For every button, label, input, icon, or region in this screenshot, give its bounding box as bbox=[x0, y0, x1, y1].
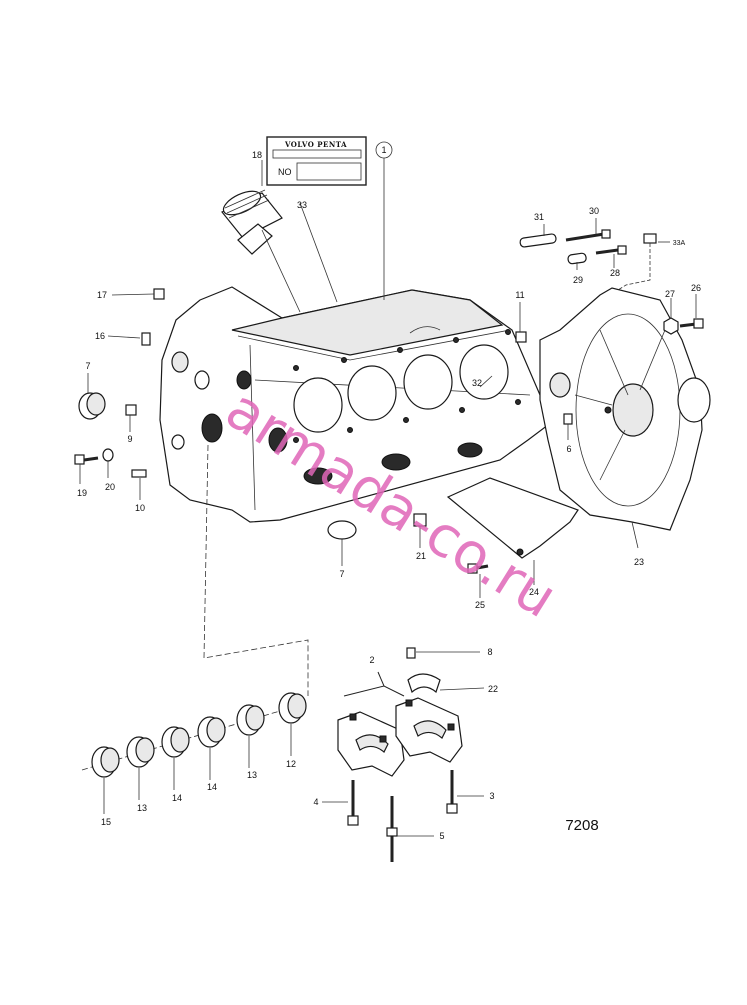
callout-labels: 1 2 3 4 5 6 7 7 8 9 10 11 12 13 13 14 14… bbox=[77, 145, 701, 841]
piston bbox=[221, 189, 301, 313]
bolt-28 bbox=[595, 245, 627, 255]
callout-27: 27 bbox=[665, 289, 675, 299]
callout-16: 16 bbox=[95, 331, 105, 341]
callout-33: 33 bbox=[297, 200, 307, 210]
cam-bearing-13a bbox=[236, 704, 265, 736]
callout-12: 12 bbox=[286, 759, 296, 769]
pin-29 bbox=[567, 252, 587, 265]
callout-14-b: 14 bbox=[172, 793, 182, 803]
callout-6: 6 bbox=[566, 444, 571, 454]
plug-9 bbox=[125, 404, 137, 416]
nameplate-no-label: NO bbox=[278, 167, 292, 177]
callout-3: 3 bbox=[489, 791, 494, 801]
leader-lines bbox=[79, 158, 697, 837]
callout-17: 17 bbox=[97, 290, 107, 300]
callout-14-a: 14 bbox=[207, 782, 217, 792]
callout-22: 22 bbox=[488, 684, 498, 694]
cover-plate bbox=[446, 477, 579, 559]
callout-7-lower: 7 bbox=[339, 569, 344, 579]
callout-24: 24 bbox=[529, 587, 539, 597]
cylinder-bore-2 bbox=[347, 365, 397, 421]
bolt-4 bbox=[347, 780, 359, 826]
callout-2: 2 bbox=[369, 655, 374, 665]
cup-plug-7-left bbox=[78, 392, 106, 420]
callout-23: 23 bbox=[634, 557, 644, 567]
callout-25: 25 bbox=[475, 600, 485, 610]
cam-bearing-15 bbox=[91, 746, 120, 778]
cylinder-bore-3 bbox=[403, 354, 453, 410]
callout-7-left: 7 bbox=[85, 361, 90, 371]
callout-33a: 33A bbox=[673, 240, 686, 247]
dowel-8 bbox=[406, 647, 416, 659]
cylinder-bore-4 bbox=[459, 344, 509, 400]
engine-block bbox=[159, 286, 549, 523]
bolt-25 bbox=[467, 563, 489, 574]
callout-20: 20 bbox=[105, 482, 115, 492]
callout-8: 8 bbox=[487, 647, 492, 657]
callout-15: 15 bbox=[101, 817, 111, 827]
pin-16 bbox=[141, 332, 151, 346]
callout-9: 9 bbox=[127, 434, 132, 444]
dowel-11 bbox=[515, 331, 527, 343]
nut-27 bbox=[663, 317, 679, 335]
washer-20 bbox=[102, 448, 114, 462]
camshaft-bearings bbox=[81, 444, 309, 778]
flywheel-housing bbox=[539, 287, 711, 531]
callout-1: 1 bbox=[381, 145, 386, 155]
callout-13-b: 13 bbox=[137, 803, 147, 813]
callout-18: 18 bbox=[252, 150, 262, 160]
callout-10: 10 bbox=[135, 503, 145, 513]
plug-33a bbox=[617, 233, 657, 291]
callout-circle-1 bbox=[375, 141, 393, 159]
drawing-number: 7208 bbox=[565, 817, 598, 834]
bolt-19 bbox=[74, 454, 99, 465]
main-bearing-caps bbox=[337, 671, 463, 777]
nameplate: VOLVO PENTA NO bbox=[266, 136, 367, 186]
callout-31: 31 bbox=[534, 212, 544, 222]
callout-26: 26 bbox=[691, 283, 701, 293]
dowel-pin-31 bbox=[519, 233, 557, 248]
thrust-bearing-22 bbox=[407, 673, 441, 694]
cylinder-bore-1 bbox=[293, 377, 343, 433]
callout-29: 29 bbox=[573, 275, 583, 285]
plug-17 bbox=[153, 288, 165, 300]
callout-32: 32 bbox=[472, 378, 482, 388]
nameplate-brand: VOLVO PENTA bbox=[284, 140, 347, 149]
cam-bearing-14a bbox=[197, 716, 226, 748]
stud-5 bbox=[386, 796, 398, 862]
callout-28: 28 bbox=[610, 268, 620, 278]
cam-bearing-13b bbox=[126, 736, 155, 768]
pin-10 bbox=[131, 469, 147, 478]
callout-11: 11 bbox=[515, 290, 524, 300]
bolt-26 bbox=[679, 318, 704, 329]
cam-bearing-14b bbox=[161, 726, 190, 758]
callout-19: 19 bbox=[77, 488, 87, 498]
bolt-30 bbox=[565, 229, 611, 242]
callout-4: 4 bbox=[313, 797, 318, 807]
callout-21: 21 bbox=[416, 551, 426, 561]
dowel-6 bbox=[563, 413, 573, 425]
callout-13-a: 13 bbox=[247, 770, 257, 780]
cup-plug-7-lower bbox=[327, 520, 357, 540]
bolt-3 bbox=[446, 770, 458, 814]
callout-30: 30 bbox=[589, 206, 599, 216]
cam-bearing-12 bbox=[278, 692, 307, 724]
callout-5: 5 bbox=[439, 831, 444, 841]
